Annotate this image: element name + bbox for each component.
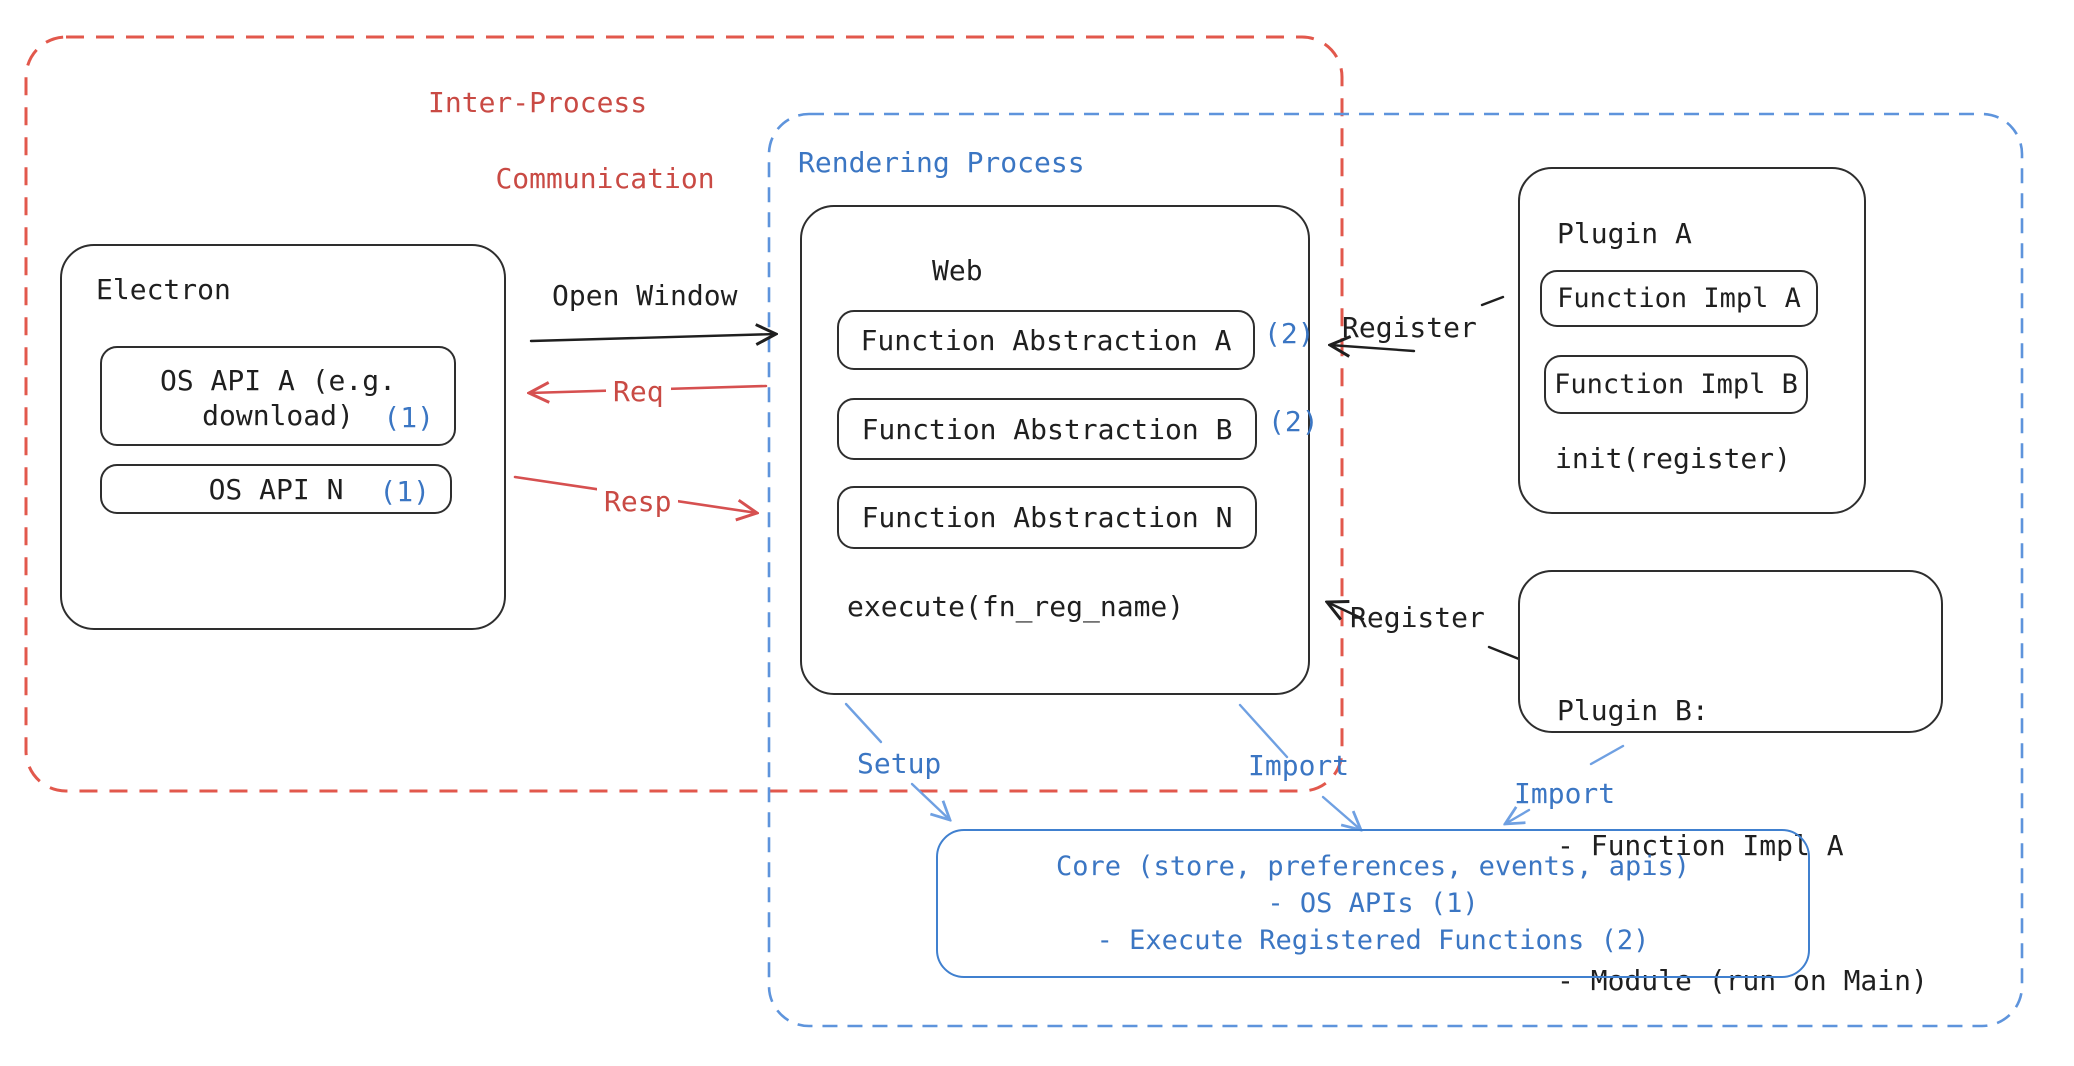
register-bottom-arrow — [1327, 602, 1365, 619]
core-line2: - OS APIs (1) — [1267, 888, 1479, 919]
import-right-arrow — [1505, 810, 1531, 824]
os-api-a-line1: OS API A (e.g. — [159, 364, 396, 397]
rendering-process-title: Rendering Process — [798, 146, 1085, 179]
function-impl-b-label: Function Impl B — [1554, 369, 1798, 400]
setup-arrow — [910, 782, 950, 820]
plugin-b-title: Plugin B: — [1557, 694, 1709, 727]
register-bottom-label: Register — [1350, 601, 1485, 634]
os-api-n-badge: (1) — [379, 475, 430, 508]
open-window-label: Open Window — [552, 279, 738, 312]
register-top-label: Register — [1342, 311, 1477, 344]
function-abstraction-a-badge: (2) — [1264, 317, 1315, 350]
import-mid-arrow-tail — [1238, 703, 1289, 759]
import-right-arrow-tail — [1589, 744, 1625, 766]
init-register-label: init(register) — [1555, 442, 1792, 475]
os-api-n-box: OS API N (1) — [100, 464, 452, 514]
register-top-arrow — [1330, 345, 1416, 351]
core-box: Core (store, preferences, events, apis) … — [936, 829, 1810, 978]
plugin-b-item-2: - Module (run on Main) — [1557, 964, 1928, 997]
import-mid-arrow — [1321, 795, 1361, 830]
os-api-a-box: OS API A (e.g. download) (1) — [100, 346, 456, 446]
core-line3: - Execute Registered Functions (2) — [1096, 925, 1650, 956]
rendering-process-dashed-frame — [767, 112, 2024, 1028]
execute-label: execute(fn_reg_name) — [847, 590, 1185, 623]
ipc-title-line2: Communication — [495, 162, 715, 195]
web-box: Web Function Abstraction A (2) Function … — [800, 205, 1319, 695]
web-title: Web — [932, 254, 983, 287]
function-abstraction-n-label: Function Abstraction N — [861, 501, 1233, 534]
import-mid-label: Import — [1248, 749, 1350, 782]
plugin-a-title: Plugin A — [1557, 217, 1692, 250]
function-impl-a-label: Function Impl A — [1557, 283, 1801, 314]
core-line1: Core (store, preferences, events, apis) — [1056, 851, 1690, 882]
electron-title: Electron — [96, 273, 231, 306]
os-api-a-badge: (1) — [383, 401, 434, 434]
req-label: Req — [606, 375, 671, 409]
setup-label: Setup — [857, 747, 942, 780]
function-abstraction-b-box: Function Abstraction B — [837, 398, 1257, 460]
function-impl-b-box: Function Impl B — [1544, 355, 1808, 414]
open-window-arrow — [529, 334, 776, 341]
function-abstraction-b-badge: (2) — [1268, 405, 1319, 438]
plugin-a-box: Plugin A Function Impl A Function Impl B… — [1518, 167, 1866, 514]
setup-arrow-tail — [844, 702, 883, 744]
function-abstraction-n-box: Function Abstraction N — [837, 486, 1257, 549]
function-impl-a-box: Function Impl A — [1540, 270, 1818, 327]
plugin-b-item-1: - Function Impl A — [1557, 829, 1844, 862]
function-abstraction-b-label: Function Abstraction B — [861, 412, 1233, 446]
function-abstraction-a-box: Function Abstraction A — [837, 310, 1255, 370]
ipc-dashed-frame — [24, 35, 1344, 793]
function-abstraction-a-label: Function Abstraction A — [860, 323, 1232, 357]
register-top-arrow-tail — [1480, 295, 1505, 307]
resp-label: Resp — [597, 485, 679, 519]
os-api-a-line2: download) — [202, 399, 354, 432]
import-right-label: Import — [1514, 777, 1616, 810]
register-bottom-arrow-tail — [1487, 645, 1521, 661]
os-api-n-label: OS API N — [208, 472, 344, 506]
ipc-frame-title: Inter-Process Communication — [428, 84, 715, 198]
plugin-b-box: Plugin B: - Function Impl A - Module (ru… — [1518, 570, 1943, 997]
electron-box: Electron OS API A (e.g. download) (1) OS… — [60, 244, 506, 630]
ipc-title-line1: Inter-Process — [428, 86, 648, 119]
